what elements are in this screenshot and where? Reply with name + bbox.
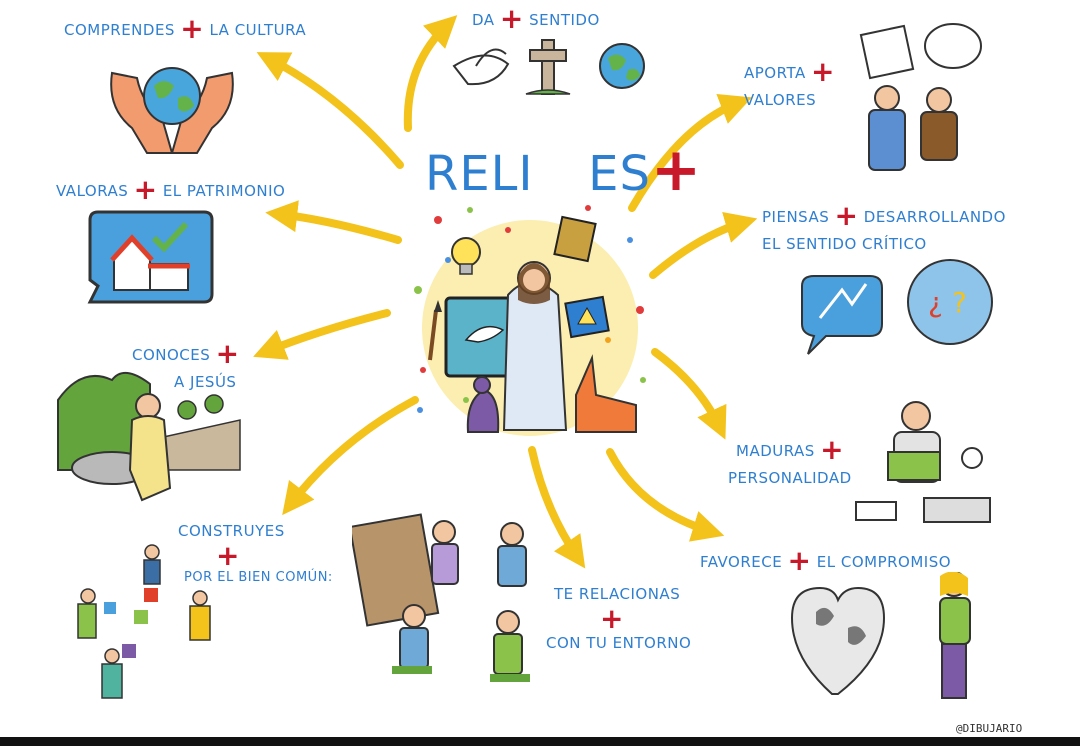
main-title: RELI ES+	[425, 140, 702, 202]
relacionas-group	[352, 513, 530, 682]
topic-construir-text-b: POR EL BIEN COMÚN:	[184, 569, 333, 585]
arrow-to-critico	[649, 211, 758, 279]
arrow-to-construir	[282, 396, 419, 516]
topic-patrimonio-text-b: EL PATRIMONIO	[162, 182, 286, 200]
globe-icon	[599, 43, 645, 89]
plus-icon: +	[787, 544, 812, 577]
cross-icon	[525, 39, 571, 95]
arrow-to-cultura	[256, 52, 404, 169]
church-check-icon	[87, 210, 214, 304]
topic-cultura-text-b: LA CULTURA	[209, 21, 307, 39]
arrow-to-jesus	[253, 309, 391, 360]
arrow-to-compromiso	[606, 448, 725, 542]
topic-compromiso-text-a: FAVORECE	[700, 553, 783, 571]
plus-icon: +	[811, 55, 835, 88]
svg-text:¿: ¿	[928, 286, 943, 319]
plus-icon: +	[600, 602, 624, 635]
topic-madurar-text-b: PERSONALIDAD	[728, 469, 852, 487]
title-reli: RELI	[425, 146, 534, 202]
topic-jesus-text-a: CONOCES	[132, 346, 211, 364]
topic-compromiso: FAVORECE + EL COMPROMISO	[700, 547, 951, 575]
plus-icon: +	[834, 199, 859, 232]
church-sketch	[575, 354, 637, 433]
topic-patrimonio: VALORAS + EL PATRIMONIO	[56, 176, 285, 204]
madurar-person	[855, 401, 991, 523]
topic-sentido: DA + SENTIDO	[472, 5, 600, 33]
thinker-figure	[466, 376, 500, 433]
topic-compromiso-text-b: EL COMPROMISO	[816, 553, 952, 571]
bottom-border	[0, 737, 1080, 746]
plus-icon: +	[180, 12, 205, 45]
topic-madurar-text-a: MADURAS	[736, 442, 815, 460]
topic-sentido-text-b: SENTIDO	[529, 11, 600, 29]
lightbulb-icon	[451, 237, 481, 275]
topic-critico: PIENSAS + DESARROLLANDO EL SENTIDO CRÍTI…	[762, 202, 1006, 255]
topic-jesus-text-b: A JESÚS	[174, 373, 237, 391]
arrow-to-valores	[628, 93, 752, 212]
construir-people	[77, 544, 211, 699]
topic-valores: APORTA + VALORES	[744, 58, 835, 111]
topic-construir-text-a: CONSTRUYES	[178, 522, 285, 540]
topic-relacionas-text-a: TE RELACIONAS	[554, 585, 681, 603]
hands-globe-icon	[110, 67, 234, 154]
topic-critico-text-a: PIENSAS	[762, 208, 830, 226]
compromiso-scene	[790, 572, 971, 699]
paintbrush-icon	[428, 300, 442, 361]
valores-people	[859, 23, 982, 171]
jesus-figure	[502, 261, 568, 431]
topic-construir: CONSTRUYES + POR EL BIEN COMÚN:	[178, 522, 333, 586]
plus-icon: +	[216, 538, 240, 572]
arrow-to-madurar	[651, 348, 727, 440]
arrow-to-patrimonio	[265, 200, 402, 244]
icon-symbol-frame	[564, 295, 610, 339]
icon-painting	[553, 215, 597, 263]
topic-cultura: COMPRENDES + LA CULTURA	[64, 15, 306, 43]
plus-icon: +	[133, 173, 158, 206]
topic-jesus: CONOCES + A JESÚS	[132, 340, 240, 393]
arrow-to-sentido	[403, 15, 458, 132]
topic-patrimonio-text-a: VALORAS	[56, 182, 129, 200]
title-plus: +	[650, 135, 703, 205]
plus-icon: +	[215, 337, 240, 370]
jesus-scene	[57, 372, 241, 502]
topic-critico-text-b: DESARROLLANDO	[863, 208, 1006, 226]
topic-valores-text-a: APORTA	[744, 64, 806, 82]
topic-madurar: MADURAS + PERSONALIDAD	[728, 436, 852, 489]
plus-icon: +	[499, 2, 524, 35]
topic-cultura-text-a: COMPRENDES	[64, 21, 175, 39]
topic-critico-text-c: EL SENTIDO CRÍTICO	[762, 235, 927, 253]
svg-text:?: ?	[952, 286, 967, 319]
topic-valores-text-b: VALORES	[744, 91, 817, 109]
dove-icon	[452, 48, 510, 86]
topic-sentido-text-a: DA	[472, 11, 495, 29]
arrow-to-relacionas	[528, 446, 586, 569]
critico-bubbles: ¿ ?	[801, 259, 993, 355]
topic-relacionas: TE RELACIONAS + CON TU ENTORNO	[546, 584, 691, 654]
center-illustration	[414, 205, 646, 436]
plus-icon: +	[820, 433, 845, 466]
author-credit: @DIBUJARIO	[956, 722, 1023, 735]
topic-relacionas-text-b: CON TU ENTORNO	[546, 634, 692, 652]
sentido-icons	[452, 39, 645, 95]
title-es: ES	[588, 146, 651, 202]
